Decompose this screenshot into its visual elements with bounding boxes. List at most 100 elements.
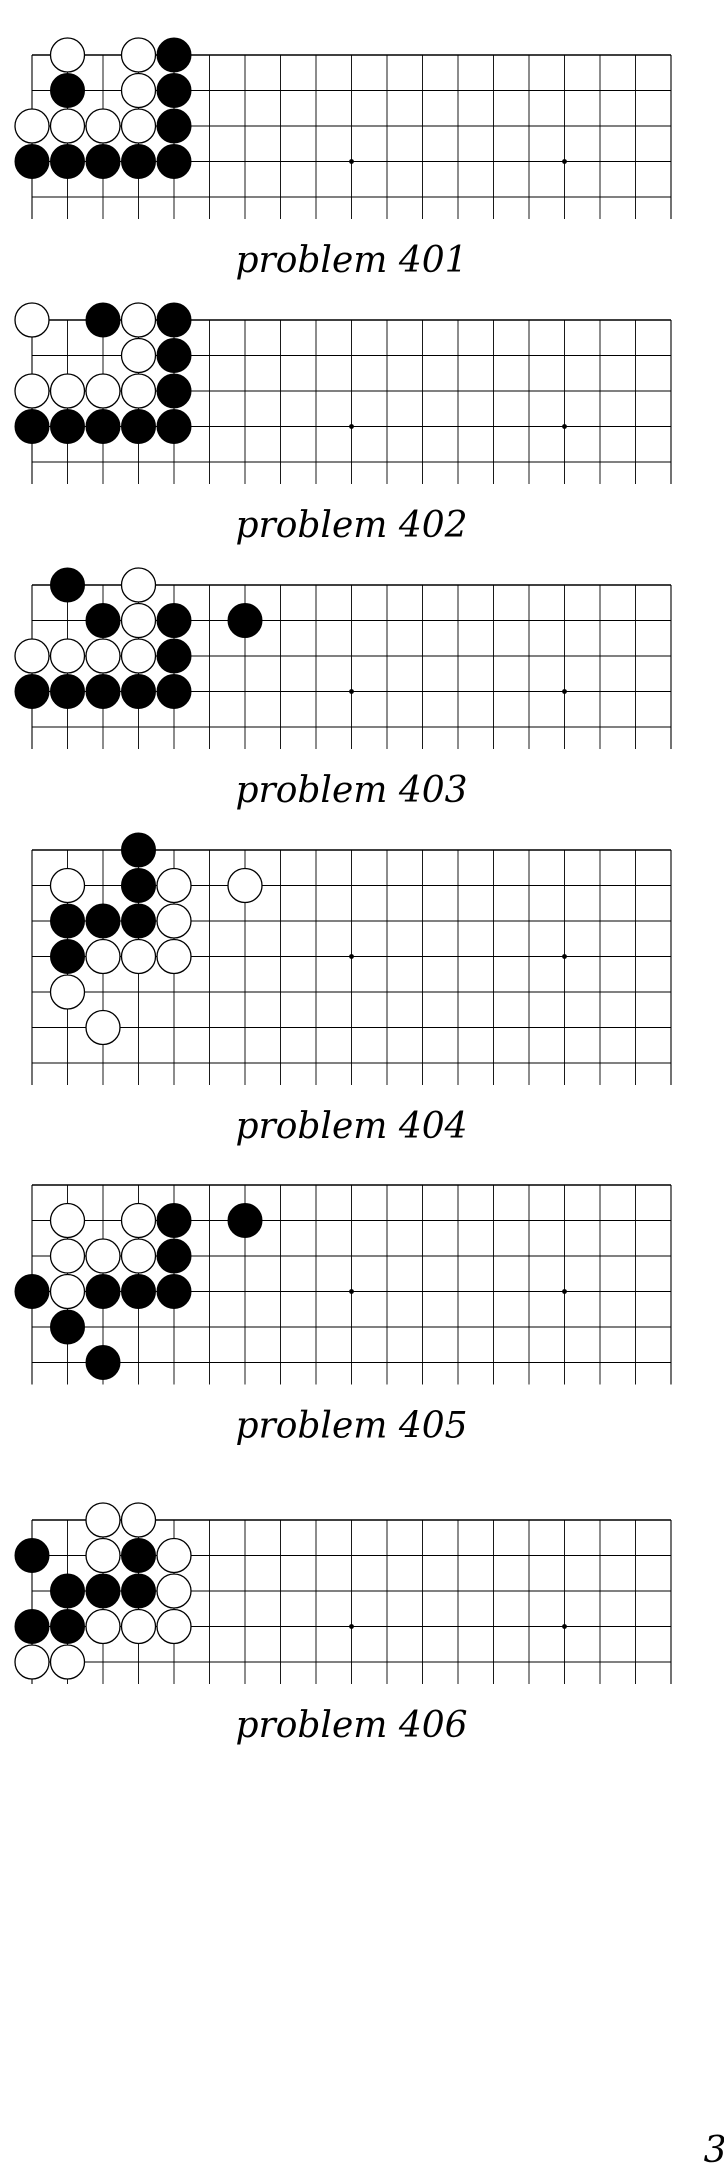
black-stone bbox=[156, 302, 192, 338]
black-stone bbox=[121, 1274, 156, 1309]
white-stone bbox=[85, 1608, 121, 1645]
white-stone bbox=[120, 72, 157, 109]
black-stone bbox=[85, 302, 121, 338]
white-stone bbox=[49, 1644, 86, 1680]
star-point bbox=[562, 424, 567, 429]
black-stone bbox=[156, 37, 192, 73]
black-stone bbox=[50, 674, 85, 709]
star-point bbox=[349, 954, 354, 959]
go-board-4: problem 404 bbox=[31, 832, 672, 1147]
black-stone bbox=[85, 144, 121, 179]
black-stone bbox=[121, 832, 156, 868]
white-stone bbox=[49, 1238, 86, 1274]
white-stone bbox=[120, 1238, 157, 1274]
star-point bbox=[349, 1624, 354, 1629]
star-point bbox=[349, 1289, 354, 1294]
black-stone bbox=[50, 144, 85, 179]
white-stone bbox=[14, 638, 50, 674]
white-stone bbox=[49, 638, 86, 674]
black-stone bbox=[85, 1274, 121, 1309]
black-stone bbox=[50, 1309, 85, 1345]
white-stone bbox=[14, 302, 50, 338]
white-stone bbox=[120, 602, 157, 639]
white-stone bbox=[120, 337, 157, 374]
white-stone bbox=[156, 1608, 192, 1645]
white-stone bbox=[120, 567, 157, 603]
white-stone bbox=[156, 1537, 192, 1574]
problem-caption: problem 401 bbox=[235, 240, 467, 281]
black-stone bbox=[85, 603, 121, 638]
white-stone bbox=[120, 1502, 157, 1538]
black-stone bbox=[85, 674, 121, 709]
white-stone bbox=[120, 638, 157, 674]
white-stone bbox=[120, 938, 157, 975]
black-stone bbox=[85, 903, 121, 939]
white-stone bbox=[120, 1608, 157, 1645]
white-stone bbox=[120, 302, 157, 338]
black-stone bbox=[156, 603, 192, 638]
black-stone bbox=[85, 1345, 121, 1380]
black-stone bbox=[50, 939, 85, 974]
star-point bbox=[349, 159, 354, 164]
white-stone bbox=[120, 373, 157, 409]
white-stone bbox=[49, 1202, 86, 1239]
white-stone bbox=[49, 37, 86, 73]
black-stone bbox=[156, 1238, 192, 1274]
star-point bbox=[562, 159, 567, 164]
white-stone bbox=[49, 867, 86, 904]
black-stone bbox=[121, 674, 156, 709]
black-stone bbox=[156, 108, 192, 144]
black-stone bbox=[85, 1573, 121, 1609]
black-stone bbox=[121, 1573, 156, 1609]
black-stone bbox=[50, 409, 85, 444]
black-stone bbox=[156, 338, 192, 373]
black-stone bbox=[156, 674, 192, 709]
black-stone bbox=[50, 1609, 85, 1644]
black-stone bbox=[14, 144, 50, 179]
white-stone bbox=[14, 108, 50, 144]
black-stone bbox=[156, 1203, 192, 1238]
white-stone bbox=[156, 903, 192, 939]
black-stone bbox=[121, 1538, 156, 1573]
star-point bbox=[562, 954, 567, 959]
black-stone bbox=[156, 73, 192, 108]
black-stone bbox=[50, 73, 85, 108]
black-stone bbox=[50, 567, 85, 603]
go-board-3: problem 403 bbox=[14, 567, 672, 811]
page-number: 3. bbox=[704, 2130, 724, 2171]
go-board-6: problem 406 bbox=[14, 1502, 672, 1746]
white-stone bbox=[227, 867, 263, 904]
black-stone bbox=[14, 1538, 50, 1573]
star-point bbox=[562, 1289, 567, 1294]
black-stone bbox=[50, 1573, 85, 1609]
white-stone bbox=[49, 974, 86, 1010]
go-board-1: problem 401 bbox=[14, 37, 672, 281]
black-stone bbox=[121, 409, 156, 444]
star-point bbox=[562, 1624, 567, 1629]
white-stone bbox=[49, 1273, 86, 1310]
black-stone bbox=[50, 903, 85, 939]
black-stone bbox=[156, 373, 192, 409]
white-stone bbox=[156, 867, 192, 904]
black-stone bbox=[156, 1274, 192, 1309]
white-stone bbox=[156, 938, 192, 975]
problem-caption: problem 405 bbox=[235, 1406, 467, 1447]
black-stone bbox=[14, 409, 50, 444]
black-stone bbox=[14, 1609, 50, 1644]
black-stone bbox=[14, 1274, 50, 1309]
go-board-2: problem 402 bbox=[14, 302, 672, 546]
white-stone bbox=[85, 1238, 121, 1274]
white-stone bbox=[156, 1573, 192, 1609]
black-stone bbox=[227, 603, 263, 638]
white-stone bbox=[85, 938, 121, 975]
star-point bbox=[349, 424, 354, 429]
problem-caption: problem 404 bbox=[235, 1106, 467, 1147]
black-stone bbox=[156, 144, 192, 179]
white-stone bbox=[120, 108, 157, 144]
white-stone bbox=[85, 108, 121, 144]
star-point bbox=[349, 689, 354, 694]
problem-caption: problem 403 bbox=[235, 770, 467, 811]
star-point bbox=[562, 689, 567, 694]
white-stone bbox=[120, 37, 157, 73]
